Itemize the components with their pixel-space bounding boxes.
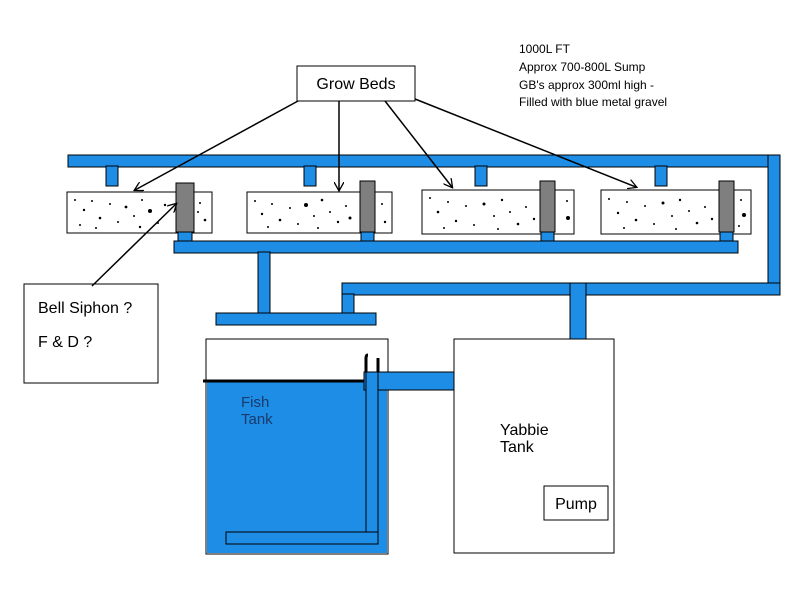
bell-siphon-label: Bell Siphon ? [38, 300, 132, 317]
yabbie-tank-label-1: Yabbie [500, 422, 549, 439]
arrow-grow-bed-1 [135, 100, 299, 190]
pump-box [543, 485, 609, 521]
arrow-bell-siphon [91, 204, 176, 287]
gravel-texture [74, 197, 746, 230]
note-line-2: Approx 700-800L Sump [519, 60, 646, 74]
fish-tank-label-2: Tank [241, 411, 273, 428]
arrows [91, 98, 636, 287]
bell-siphon-1 [175, 182, 195, 233]
bell-siphon-2 [359, 180, 376, 233]
pump-label: Pump [555, 496, 597, 513]
grow-beds [66, 189, 752, 235]
fill-drain-label: F & D ? [38, 334, 92, 351]
arrow-grow-bed-3 [384, 100, 452, 187]
fish-tank-label-1: Fish [241, 394, 269, 411]
arrow-grow-bed-4 [414, 98, 636, 187]
fish-tank-water [207, 381, 387, 553]
bell-siphons [175, 180, 735, 233]
grow-beds-label-box [296, 65, 416, 102]
bell-siphon-3 [539, 180, 556, 233]
note-line-4: Filled with blue metal gravel [519, 95, 667, 109]
drain-pipe [173, 231, 739, 326]
fish-tank [203, 338, 462, 555]
note-line-3: GB's approx 300ml high - [519, 78, 654, 92]
yabbie-tank [453, 338, 615, 554]
bell-siphon-4 [718, 180, 735, 233]
bell-siphon-label-box [23, 283, 159, 384]
yabbie-tank-label-2: Tank [500, 439, 535, 456]
grow-beds-label: Grow Beds [316, 76, 395, 93]
note-line-1: 1000L FT [519, 42, 571, 56]
